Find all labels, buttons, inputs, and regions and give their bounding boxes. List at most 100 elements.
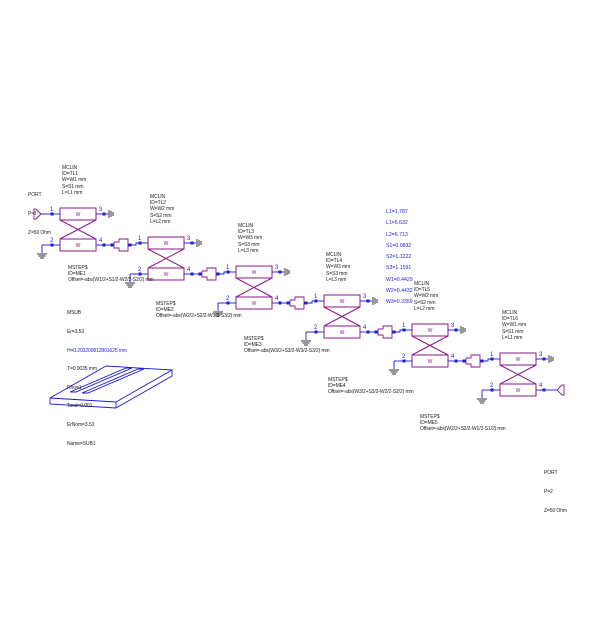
port2-label: PORT P=2 Z=50 Ohm xyxy=(544,458,567,520)
mclin-glyph: W xyxy=(76,212,81,218)
mstep-wire xyxy=(394,329,404,333)
mstep-param: ID=ME1 xyxy=(68,271,86,278)
mclin-param: MCLIN xyxy=(238,223,254,229)
pin-number-label: 1 xyxy=(138,236,142,242)
mclin-cross xyxy=(499,364,537,385)
equation-line: W3=0.3359 xyxy=(386,299,413,306)
msub-strip xyxy=(81,368,145,394)
mclin-glyph: W xyxy=(252,301,257,307)
mclin-param: S=S2 mm xyxy=(150,212,172,219)
mstep-param: MSTEP$ xyxy=(328,377,348,383)
pin-number-label: 4 xyxy=(275,296,279,302)
mstep-symbol xyxy=(377,325,393,339)
mclin-param: L=L2 mm xyxy=(414,305,435,312)
msub-t: T=0.0035 mm xyxy=(67,366,97,373)
equation-line: W2=0.4432 xyxy=(386,288,413,295)
msub-strip xyxy=(69,367,133,393)
mstep-wire xyxy=(130,242,140,246)
mclin-glyph: W xyxy=(428,328,433,334)
mstep-wire xyxy=(218,271,228,275)
pin-number-label: 3 xyxy=(539,352,543,358)
msub-label: MSUB Er=3.53 H=0.203200812801625 mm T=0.… xyxy=(67,298,127,453)
port2-impedance: Z=50 Ohm xyxy=(544,507,567,514)
pin-number-label: 4 xyxy=(451,354,455,360)
mclin-glyph: W xyxy=(428,359,433,365)
pin-number-label: 1 xyxy=(314,294,318,300)
mstep-symbol xyxy=(201,267,217,281)
equations-block: L1=1.787 L1=5.632 L2=6.713 S1=0.0832 S2=… xyxy=(386,209,413,311)
pin-number-label: 1 xyxy=(490,352,494,358)
mclin-param: MCLIN xyxy=(150,194,166,200)
mclin-param: MCLIN xyxy=(62,165,78,171)
mclin-glyph: W xyxy=(516,357,521,363)
mstep-param: Offset=-abs(W2/2+S2/2-W1/2-S1/2) mm xyxy=(420,426,506,433)
port2-name: PORT xyxy=(544,470,558,477)
port1-label: PORT P=1 Z=50 Ohm xyxy=(28,180,51,242)
port1-number: P=1 xyxy=(28,211,37,218)
equation-line: W1=0.4429 xyxy=(386,276,413,283)
mstep-param: ID=ME2 xyxy=(156,307,174,314)
equation-line: S1=0.0832 xyxy=(386,242,412,249)
pin-number-label: 2 xyxy=(402,354,406,360)
mclin-param: W=W3 mm xyxy=(326,264,351,271)
port1-name: PORT xyxy=(28,192,42,199)
mclin-param: MCLIN xyxy=(502,310,518,316)
equation-line: S2=1.1222 xyxy=(386,254,412,261)
pin-number-label: 2 xyxy=(226,296,230,302)
mstep-param: MSTEP$ xyxy=(244,336,264,342)
mstep-param: Offset=-abs(W3/2+S3/2-W2/2-S2/2) mm xyxy=(328,389,414,396)
mstep-param: ID=ME4 xyxy=(328,383,346,390)
mclin-param: L=L1 mm xyxy=(62,189,83,196)
pin-number-label: 3 xyxy=(275,265,279,271)
mclin-param: ID=TL6 xyxy=(502,316,518,323)
mclin-glyph: W xyxy=(164,241,169,247)
mstep-wire xyxy=(306,300,316,304)
pin-number-label: 3 xyxy=(451,323,455,329)
mclin-param: L=L1 mm xyxy=(502,334,523,341)
pin-number-label: 4 xyxy=(99,238,103,244)
mstep-param: Offset=-abs(W3/2+S3/2-W3/2-S3/2) mm xyxy=(244,348,330,355)
mclin-cross xyxy=(235,277,273,298)
mclin-cross xyxy=(147,248,185,269)
mclin-param: W=W1 mm xyxy=(502,322,527,329)
msub-name: MSUB xyxy=(67,310,82,317)
mclin-param: S=S2 mm xyxy=(414,299,436,306)
pin-number-label: 4 xyxy=(363,325,367,331)
mclin-glyph: W xyxy=(340,299,345,305)
mstep-param: Offset=-abs(W2/2+S2/2-W3/2-S3/2) mm xyxy=(156,313,242,320)
mclin-param: W=W2 mm xyxy=(414,293,439,300)
equation-line: L2=6.713 xyxy=(386,231,408,238)
mclin-param: L=L3 mm xyxy=(238,247,259,254)
pin-number-label: 4 xyxy=(187,267,191,273)
mclin-glyph: W xyxy=(340,330,345,336)
mclin-param: S=S3 mm xyxy=(238,241,260,248)
mclin-param: W=W3 mm xyxy=(238,235,263,242)
mclin-glyph: W xyxy=(516,388,521,394)
mclin-glyph: W xyxy=(76,243,81,249)
mstep-param: Offset=-abs(W1/2+S1/2-W2/2-S2/2) mm xyxy=(68,277,154,284)
port2-number: P=2 xyxy=(544,489,553,496)
pin-number-label: 2 xyxy=(490,383,494,389)
mstep-wire xyxy=(482,358,492,362)
pin-number-label: 1 xyxy=(402,323,406,329)
msub-name-value: Name=SUB1 xyxy=(67,440,96,447)
msub-er: Er=3.53 xyxy=(67,329,84,336)
port1-symbol xyxy=(33,208,42,220)
pin-number-label: 1 xyxy=(50,207,54,213)
mclin-cross xyxy=(411,335,449,356)
msub-tand: Tand=0.001 xyxy=(67,403,93,410)
mclin-cross xyxy=(323,306,361,327)
mclin-param: ID=TL1 xyxy=(62,171,78,178)
mclin-param: ID=TL4 xyxy=(326,258,342,265)
pin-number-label: 1 xyxy=(226,265,230,271)
pin-number-label: 3 xyxy=(363,294,367,300)
equation-line: L1=1.787 xyxy=(386,209,408,215)
